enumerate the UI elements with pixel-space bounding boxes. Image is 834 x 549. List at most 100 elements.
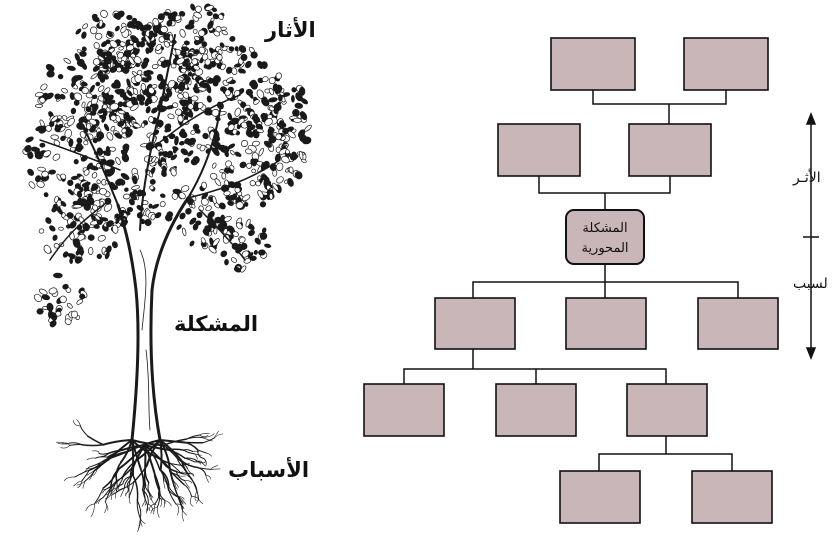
leaf: [153, 25, 161, 33]
leaf: [45, 217, 52, 224]
root: [214, 433, 224, 439]
leaf: [28, 181, 36, 189]
leaf: [129, 192, 138, 201]
leaf: [261, 76, 269, 83]
root: [87, 435, 104, 446]
leaf: [49, 225, 56, 232]
leaf: [40, 83, 48, 91]
leaf: [250, 51, 258, 59]
leaf: [77, 233, 85, 241]
leaf: [97, 95, 105, 102]
leaf: [220, 63, 226, 71]
root: [69, 443, 83, 446]
leaf: [181, 106, 188, 112]
leaf: [144, 34, 151, 44]
leaf: [96, 147, 104, 156]
root: [152, 454, 161, 471]
root: [85, 466, 97, 469]
leaf: [60, 173, 67, 180]
cause-box: [495, 383, 577, 437]
leaf: [185, 208, 192, 215]
leaf: [292, 109, 300, 117]
leaf: [73, 92, 83, 101]
leaf: [187, 103, 194, 110]
leaf: [245, 129, 254, 138]
leaf: [159, 201, 166, 208]
leaf: [93, 42, 100, 50]
leaf: [196, 211, 203, 219]
leaf: [245, 60, 252, 69]
leaf: [27, 151, 34, 160]
leaf: [206, 83, 212, 94]
root: [205, 474, 209, 483]
root: [62, 442, 70, 446]
leaf: [109, 102, 119, 111]
leaf: [211, 7, 217, 12]
leaf: [91, 183, 99, 191]
leaf: [254, 237, 261, 244]
leaf: [288, 166, 294, 173]
leaf: [196, 102, 204, 109]
leaf: [150, 213, 156, 221]
leaf: [60, 201, 67, 207]
leaf: [80, 81, 88, 87]
leaf: [145, 106, 151, 114]
leaf: [97, 108, 106, 114]
leaf: [120, 173, 130, 180]
leaf: [36, 308, 44, 315]
leaf: [282, 127, 289, 135]
root: [197, 460, 206, 464]
root: [144, 497, 147, 506]
leaf: [206, 11, 213, 17]
leaf: [64, 128, 72, 139]
leaf: [34, 91, 44, 98]
connector-lines: [403, 90, 739, 471]
leaf: [228, 46, 235, 52]
leaf: [73, 159, 79, 165]
root: [112, 489, 121, 495]
leaf: [101, 41, 108, 48]
leaf: [174, 135, 179, 146]
leaf: [120, 60, 126, 66]
leaf: [299, 111, 308, 121]
leaf: [179, 28, 186, 38]
leaf: [132, 122, 141, 129]
down-arrow-icon: [805, 347, 817, 361]
leaf: [179, 140, 185, 146]
root: [118, 444, 146, 470]
root: [142, 489, 149, 505]
leaf: [67, 189, 74, 196]
leaf: [210, 172, 218, 180]
leaf: [212, 80, 219, 87]
root: [139, 467, 146, 487]
leaf: [39, 96, 46, 104]
leaf: [250, 80, 258, 90]
leaf: [110, 114, 117, 121]
root: [164, 499, 172, 507]
leaf: [208, 246, 217, 254]
leaf: [240, 53, 248, 61]
root: [197, 449, 207, 454]
leaf: [198, 46, 206, 54]
leaf: [94, 214, 101, 221]
root: [191, 479, 198, 492]
leaf: [95, 81, 101, 87]
leaf: [181, 185, 190, 192]
leaf: [189, 240, 195, 247]
cause-box: [565, 297, 647, 350]
leaf: [211, 162, 217, 169]
root: [82, 480, 86, 489]
leaf: [135, 21, 144, 29]
leaf: [27, 168, 34, 176]
leaf: [57, 123, 64, 129]
root: [197, 449, 205, 459]
root: [94, 487, 104, 505]
root: [98, 497, 104, 505]
root: [168, 449, 186, 459]
leaf: [201, 41, 208, 48]
root: [132, 474, 139, 502]
root: [160, 498, 166, 505]
leaf: [253, 249, 258, 255]
leaf: [176, 224, 182, 230]
